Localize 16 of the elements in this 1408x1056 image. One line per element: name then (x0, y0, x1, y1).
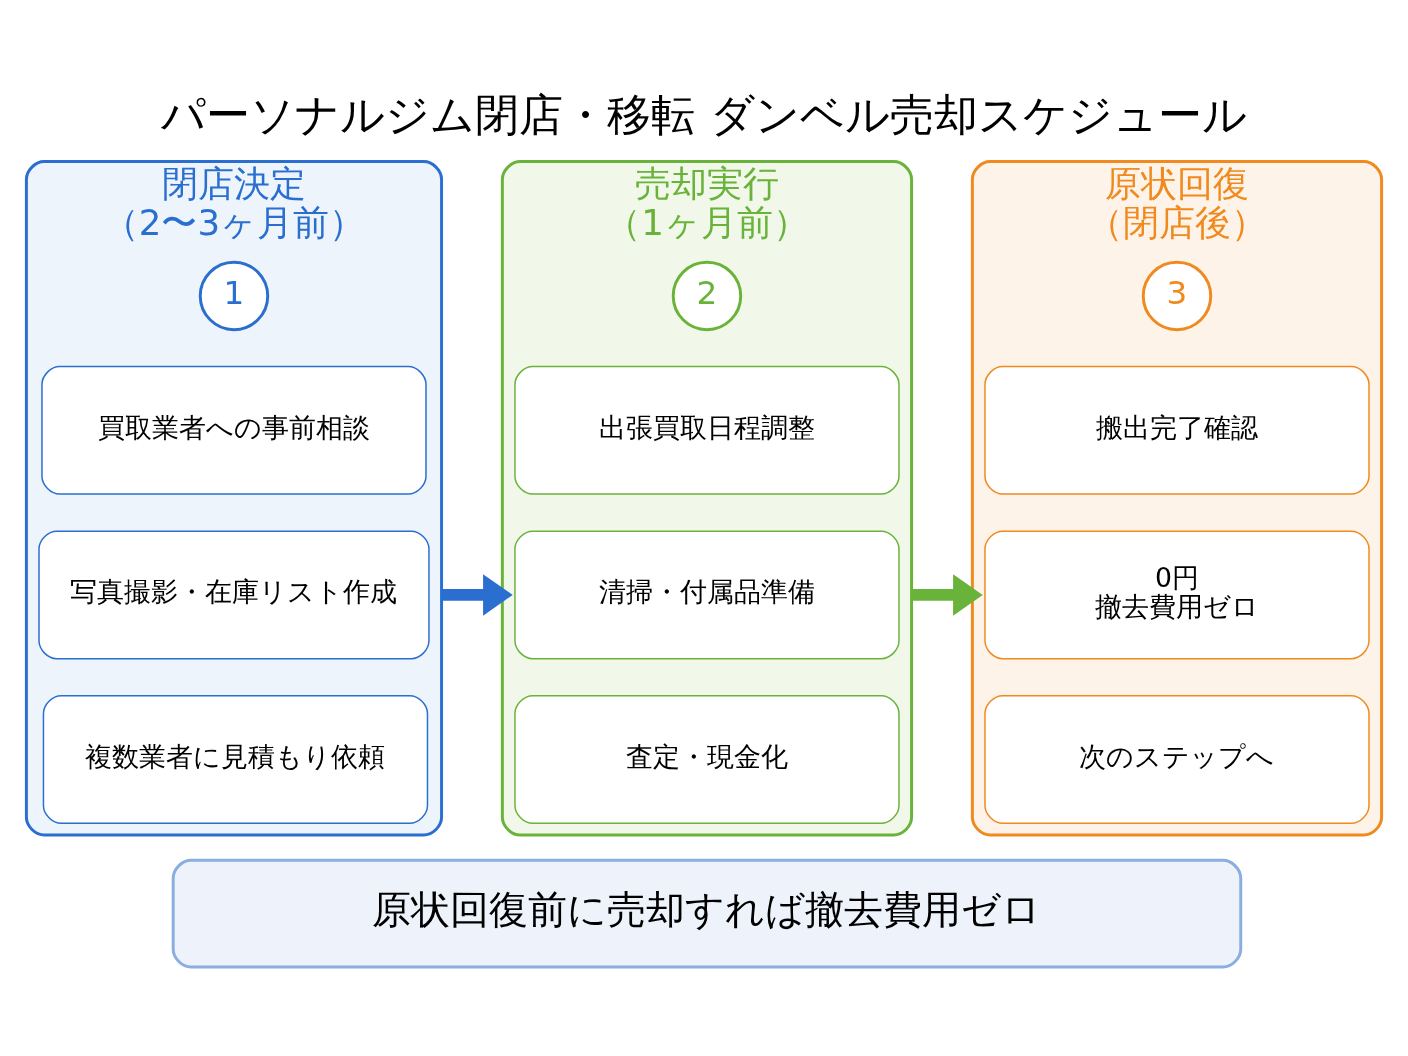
node-box: 清掃・付属品準備 (514, 530, 900, 660)
node-circle: 1 (198, 260, 270, 332)
node-circle: 2 (671, 260, 743, 332)
node-box: 原状回復前に売却すれば撤去費用ゼロ (171, 858, 1243, 969)
node-box: 0円 撤去費用ゼロ (984, 530, 1370, 660)
node-box: 次のステップへ (984, 695, 1370, 824)
node-box: 買取業者への事前相談 (41, 365, 427, 495)
node-box: 複数業者に見積もり依頼 (42, 695, 429, 824)
node-box: 査定・現金化 (514, 695, 900, 824)
node-circle: 3 (1141, 260, 1213, 332)
arrow (911, 574, 983, 616)
node-box: 写真撮影・在庫リスト作成 (38, 530, 430, 660)
node-box: 搬出完了確認 (984, 365, 1370, 495)
node-box: 出張買取日程調整 (514, 365, 900, 495)
arrow (441, 574, 513, 616)
diagram-title: パーソナルジム閉店・移転 ダンベル売却スケジュール (161, 89, 1247, 141)
